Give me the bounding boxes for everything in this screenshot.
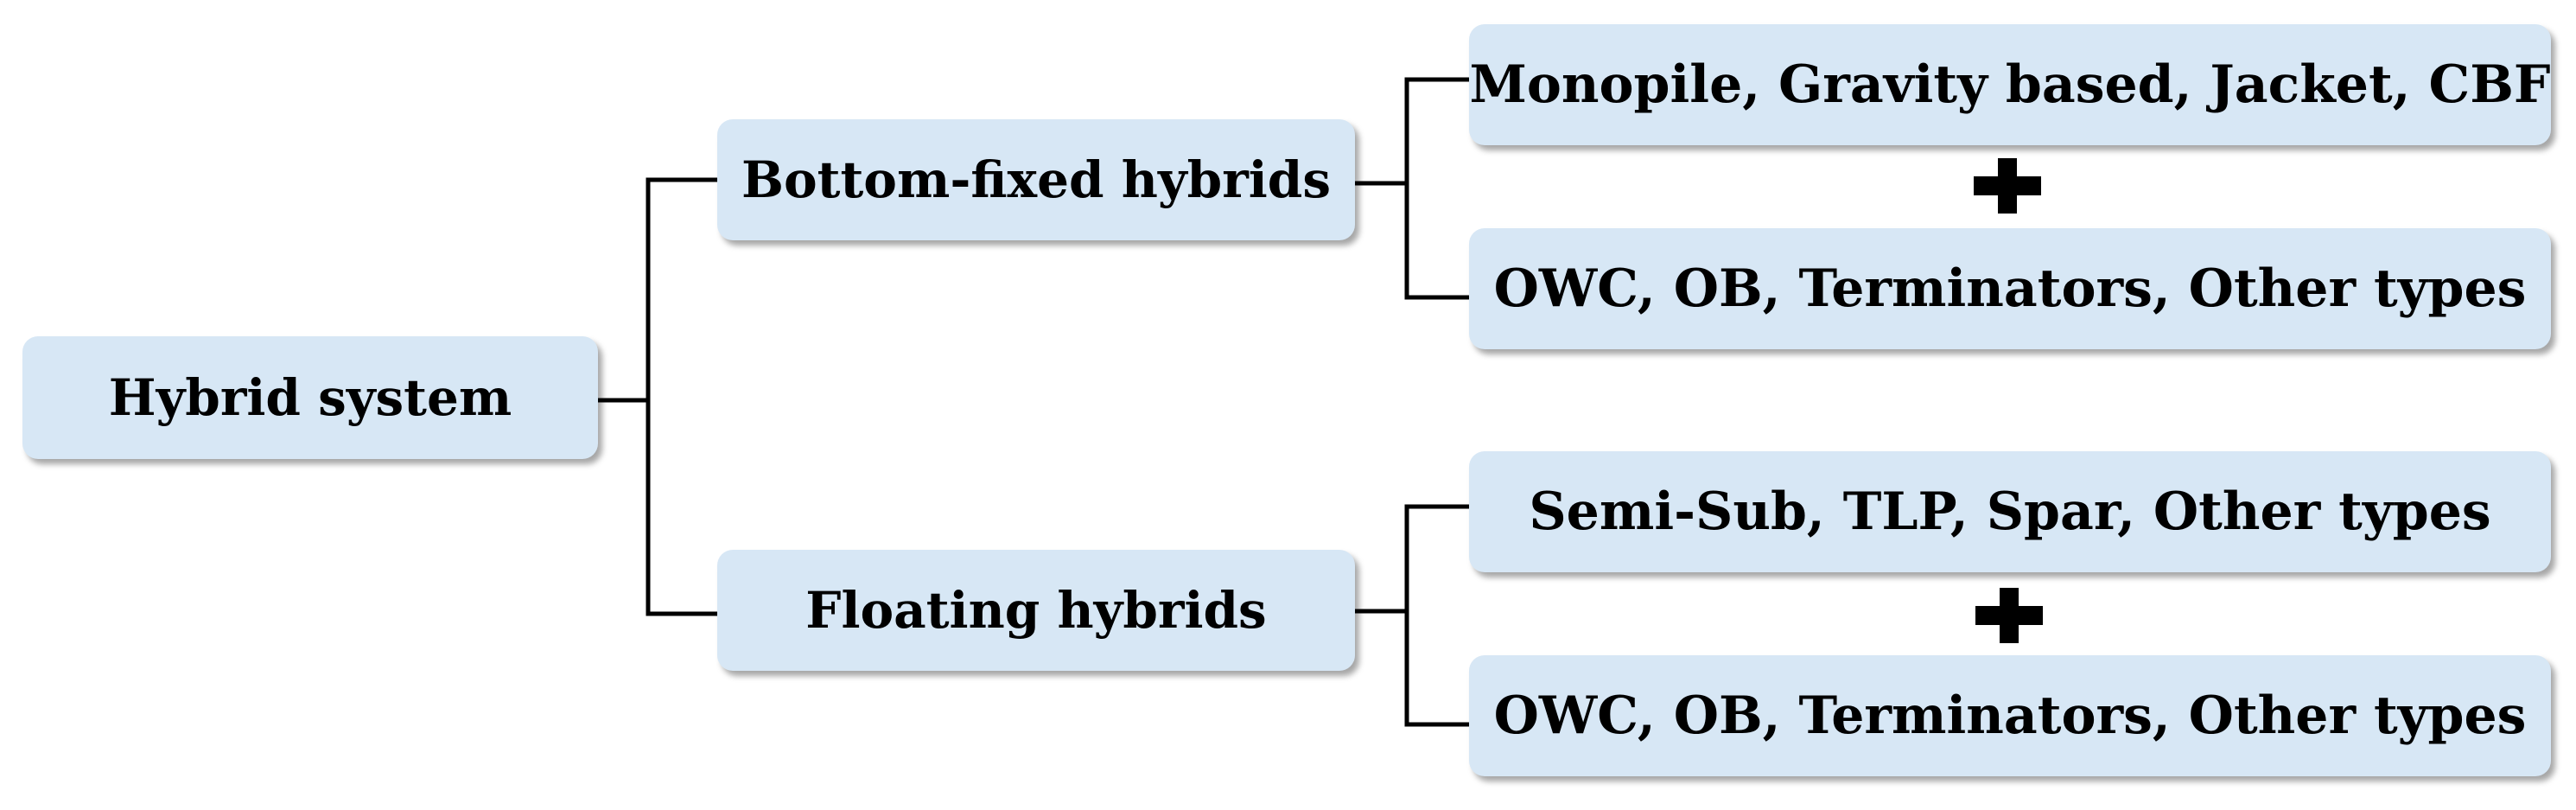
option-node-foundation-types: Monopile, Gravity based, Jacket, CBF xyxy=(1469,24,2551,145)
branch-node-label: Floating hybrids xyxy=(805,581,1267,640)
plus-icon xyxy=(1974,158,2041,214)
root-node: Hybrid system xyxy=(22,336,598,459)
option-node-label: Semi-Sub, TLP, Spar, Other types xyxy=(1529,482,2491,542)
option-node-platform-types: Semi-Sub, TLP, Spar, Other types xyxy=(1469,451,2551,572)
branch-node-label: Bottom-fixed hybrids xyxy=(741,150,1332,209)
option-node-wec-types-floating: OWC, OB, Terminators, Other types xyxy=(1469,655,2551,776)
option-node-label: OWC, OB, Terminators, Other types xyxy=(1493,686,2527,746)
plus-icon xyxy=(1975,588,2043,643)
option-node-label: Monopile, Gravity based, Jacket, CBF xyxy=(1469,54,2551,115)
option-node-label: OWC, OB, Terminators, Other types xyxy=(1493,258,2527,319)
option-node-wec-types-bottom-fixed: OWC, OB, Terminators, Other types xyxy=(1469,228,2551,349)
branch-node-bottom-fixed: Bottom-fixed hybrids xyxy=(717,119,1355,240)
root-node-label: Hybrid system xyxy=(108,368,512,427)
branch-node-floating: Floating hybrids xyxy=(717,550,1355,671)
